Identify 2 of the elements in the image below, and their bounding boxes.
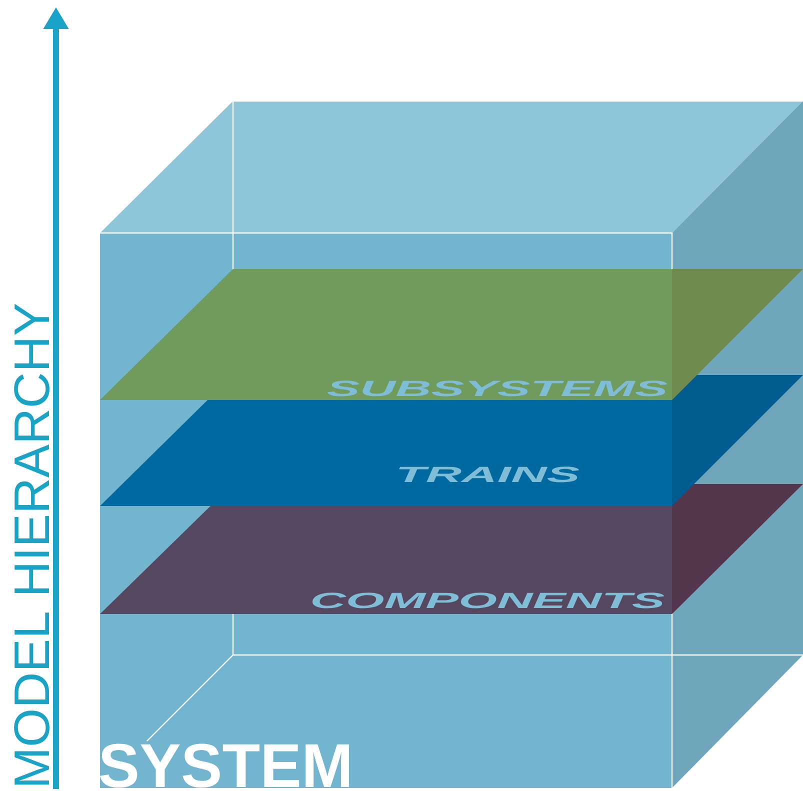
layer-plane: SUBSYSTEMS — [100, 269, 803, 400]
axis-label: MODEL HIERARCHY — [14, 304, 50, 785]
